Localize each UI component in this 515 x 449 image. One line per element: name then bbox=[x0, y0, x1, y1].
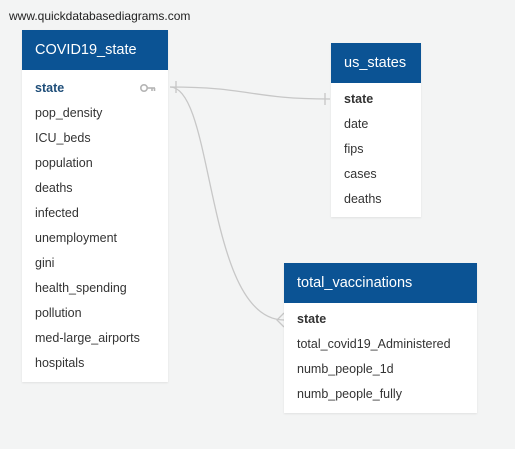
field-numb-people-1d[interactable]: numb_people_1d bbox=[297, 362, 394, 376]
table-header-total-vaccinations[interactable]: total_vaccinations bbox=[284, 263, 477, 303]
table-covid19-state[interactable]: COVID19_state state pop_density ICU_beds… bbox=[22, 30, 168, 382]
key-icon bbox=[140, 84, 156, 92]
field-state[interactable]: state bbox=[344, 92, 374, 106]
relationship-covid-vaccinations bbox=[169, 86, 285, 321]
field-fips[interactable]: fips bbox=[344, 142, 364, 156]
field-pollution[interactable]: pollution bbox=[35, 306, 82, 320]
field-med-large-airports[interactable]: med-large_airports bbox=[35, 331, 140, 345]
field-deaths[interactable]: deaths bbox=[344, 192, 382, 206]
watermark-url: www.quickdatabasediagrams.com bbox=[9, 9, 191, 23]
field-cases[interactable]: cases bbox=[344, 167, 377, 181]
field-hospitals[interactable]: hospitals bbox=[35, 356, 85, 370]
field-infected[interactable]: infected bbox=[35, 206, 79, 220]
field-state[interactable]: state bbox=[297, 312, 327, 326]
field-unemployment[interactable]: unemployment bbox=[35, 231, 117, 245]
field-total-covid19-administered[interactable]: total_covid19_Administered bbox=[297, 337, 451, 351]
field-numb-people-fully[interactable]: numb_people_fully bbox=[297, 387, 402, 401]
table-us-states[interactable]: us_states state date fips cases deaths bbox=[331, 43, 421, 217]
table-header-us-states[interactable]: us_states bbox=[331, 43, 421, 83]
relationship-covid-us-states bbox=[169, 86, 331, 100]
table-header-covid19-state[interactable]: COVID19_state bbox=[22, 30, 168, 70]
field-icu-beds[interactable]: ICU_beds bbox=[35, 131, 91, 145]
many-marker-vaccinations bbox=[276, 312, 285, 328]
field-date[interactable]: date bbox=[344, 117, 369, 131]
field-state[interactable]: state bbox=[22, 76, 168, 101]
table-total-vaccinations[interactable]: total_vaccinations state total_covid19_A… bbox=[284, 263, 477, 413]
field-gini[interactable]: gini bbox=[35, 256, 55, 270]
field-health-spending[interactable]: health_spending bbox=[35, 281, 127, 295]
field-deaths[interactable]: deaths bbox=[35, 181, 73, 195]
field-population[interactable]: population bbox=[35, 156, 93, 170]
field-pop-density[interactable]: pop_density bbox=[35, 106, 103, 120]
